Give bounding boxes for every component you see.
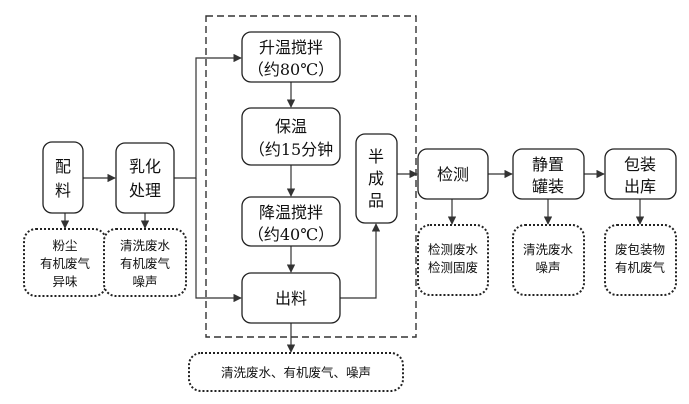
emission-baozhuang-box xyxy=(604,224,677,296)
node-jiangwen-box xyxy=(241,196,341,247)
node-jiance-label: 检测 xyxy=(437,165,469,184)
node-peiliao-line-2: 料 xyxy=(55,181,71,200)
node-baozhuang-box xyxy=(604,148,677,200)
emission-jingzhi-line-1: 清洗废水 xyxy=(523,242,574,257)
reactor-group-boundary xyxy=(205,15,417,338)
node-baowen: 保温 （约15分钟 xyxy=(241,107,341,166)
emission-jiance-line-1: 检测废水 xyxy=(428,242,479,257)
node-jingzhi: 静置 罐装 xyxy=(512,148,585,200)
emission-jingzhi-line-2: 噪声 xyxy=(535,260,560,275)
emission-jiance-line-2: 检测固废 xyxy=(428,260,478,275)
emission-ruhua: 清洗废水 有机废气 噪声 xyxy=(103,228,187,297)
node-baozhuang-line-2: 出库 xyxy=(624,177,656,196)
emission-peiliao-line-3: 异味 xyxy=(52,274,78,289)
node-peiliao-line-1: 配 xyxy=(55,157,71,176)
node-jingzhi-line-1: 静置 xyxy=(532,155,564,174)
emission-jingzhi-box xyxy=(512,224,585,296)
arrow-chuliao-banchengpin xyxy=(340,223,381,299)
arrow-ruhua-shengwen xyxy=(174,53,242,179)
node-jiance-box xyxy=(417,148,489,200)
node-jingzhi-line-2: 罐装 xyxy=(532,177,564,196)
arrow-ruhua-chuliao xyxy=(195,178,242,303)
node-baozhuang-line-1: 包装 xyxy=(624,155,656,174)
emission-jiance-box xyxy=(417,224,489,296)
node-baowen-line-2: （约15分钟 xyxy=(249,140,333,159)
node-baowen-line-1: 保温 xyxy=(275,117,307,136)
emission-baozhuang-line-2: 有机废气 xyxy=(615,260,666,275)
node-shengwen-line-2: （约80℃） xyxy=(248,60,334,79)
emission-peiliao-box xyxy=(23,228,107,297)
node-banchengpin-box xyxy=(355,133,398,224)
node-peiliao: 配 料 xyxy=(42,141,84,214)
emission-ruhua-line-2: 有机废气 xyxy=(120,256,171,271)
emission-bottom-box xyxy=(188,352,404,392)
emission-peiliao: 粉尘 有机废气 异味 xyxy=(23,228,107,297)
node-banchengpin-line-1: 半 xyxy=(368,147,384,166)
emission-baozhuang-line-1: 废包装物 xyxy=(615,242,665,257)
node-shengwen: 升温搅拌 （约80℃） xyxy=(241,31,341,83)
node-banchengpin: 半 成 品 xyxy=(355,133,398,224)
node-baowen-box xyxy=(241,107,341,166)
node-jiance: 检测 xyxy=(417,148,489,200)
node-jiangwen: 降温搅拌 （约40℃） xyxy=(241,196,341,247)
emission-baozhuang: 废包装物 有机废气 xyxy=(604,224,677,296)
node-shengwen-line-1: 升温搅拌 xyxy=(259,38,323,57)
node-ruhua-line-2: 处理 xyxy=(129,181,161,200)
node-shengwen-box xyxy=(241,31,341,83)
node-ruhua: 乳化 处理 xyxy=(115,142,175,214)
emission-bottom-label: 清洗废水、有机废气、噪声 xyxy=(221,365,371,380)
node-jingzhi-box xyxy=(512,148,585,200)
node-ruhua-box xyxy=(115,142,175,214)
emission-bottom: 清洗废水、有机废气、噪声 xyxy=(188,352,404,392)
emission-peiliao-line-1: 粉尘 xyxy=(52,238,77,253)
node-jiangwen-line-1: 降温搅拌 xyxy=(259,203,323,222)
node-banchengpin-line-2: 成 xyxy=(368,169,384,188)
node-chuliao-box xyxy=(241,272,341,324)
connectors xyxy=(60,53,645,353)
emission-ruhua-box xyxy=(103,228,187,297)
emission-peiliao-line-2: 有机废气 xyxy=(40,256,91,271)
node-ruhua-line-1: 乳化 xyxy=(129,157,161,176)
node-banchengpin-line-3: 品 xyxy=(368,191,384,210)
emission-jingzhi: 清洗废水 噪声 xyxy=(512,224,585,296)
node-peiliao-box xyxy=(42,141,84,214)
node-chuliao: 出料 xyxy=(241,272,341,324)
emission-ruhua-line-1: 清洗废水 xyxy=(120,238,171,253)
node-baozhuang: 包装 出库 xyxy=(604,148,677,200)
node-jiangwen-line-2: （约40℃） xyxy=(248,225,334,244)
emission-jiance: 检测废水 检测固废 xyxy=(417,224,489,296)
emission-ruhua-line-3: 噪声 xyxy=(132,274,157,289)
node-chuliao-label: 出料 xyxy=(275,289,307,308)
